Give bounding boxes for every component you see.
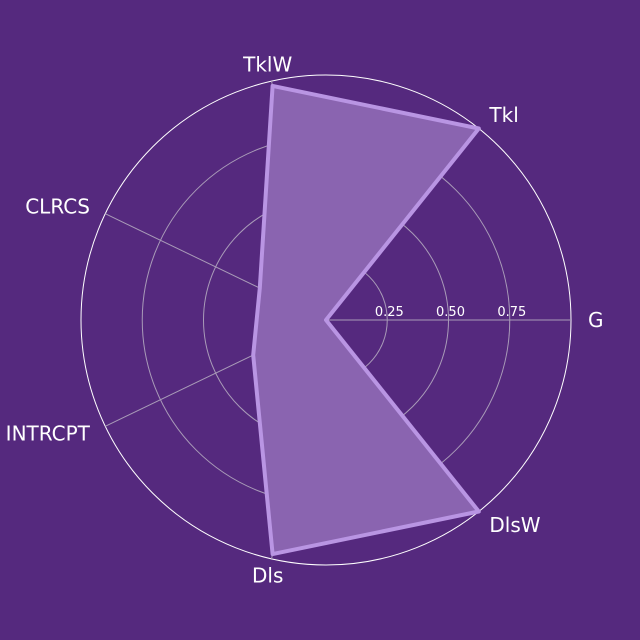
- axis-label-g: G: [588, 308, 604, 332]
- axis-label-clrcs: CLRCS: [25, 194, 90, 218]
- axis-label-intrcpt: INTRCPT: [6, 422, 91, 446]
- radar-labels: 0.25 0.50 0.75 G Tkl TklW CLRCS INTRCPT Dls DlsW: [6, 53, 604, 588]
- axis-label-dls: Dls: [252, 563, 283, 587]
- data-point-g: [325, 319, 327, 321]
- data-point-tklw: [272, 85, 274, 87]
- axis-label-tklw: TklW: [242, 53, 292, 77]
- data-point-tkl: [478, 128, 480, 129]
- data-point-dls: [272, 553, 274, 555]
- r-tick-label: 0.25: [375, 305, 404, 320]
- data-point-dlsw: [478, 511, 480, 512]
- series-area-1: [251, 83, 481, 557]
- data-point-clrcs: [259, 287, 261, 289]
- data-point-intrcpt: [252, 354, 254, 356]
- axis-label-dlsw: DlsW: [489, 513, 540, 537]
- axis-label-tkl: Tkl: [488, 103, 518, 127]
- r-tick-label: 0.50: [436, 305, 465, 320]
- radar-series: [251, 83, 481, 557]
- r-tick-label: 0.75: [497, 305, 526, 320]
